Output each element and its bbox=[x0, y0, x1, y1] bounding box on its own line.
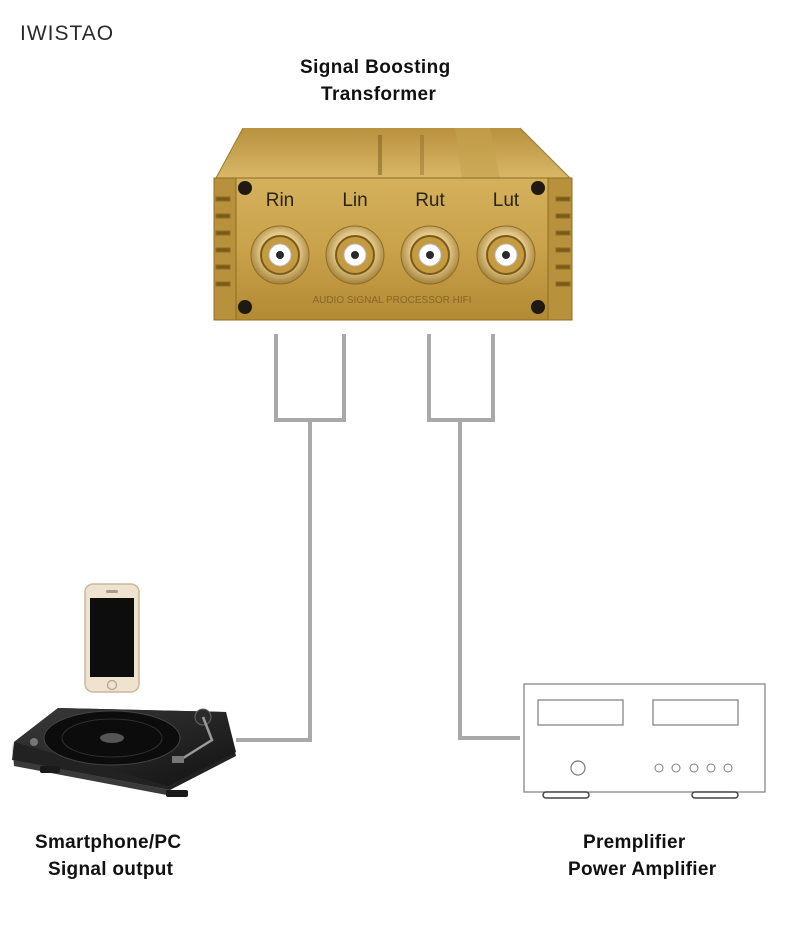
destination-label-line1: Premplifier bbox=[583, 832, 686, 853]
panel-screws bbox=[238, 181, 545, 314]
rca-jack-rut[interactable] bbox=[400, 225, 460, 285]
rca-jack-lut[interactable] bbox=[476, 225, 536, 285]
jack-label-rut: Rut bbox=[415, 190, 445, 211]
cable-input bbox=[236, 334, 346, 742]
transformer-title-line1: Signal Boosting bbox=[300, 57, 451, 78]
smartphone-icon bbox=[84, 583, 140, 693]
jack-label-lin: Lin bbox=[342, 190, 367, 211]
transformer-top bbox=[216, 128, 570, 178]
transformer-title-line2: Transformer bbox=[321, 84, 437, 105]
source-label-line2: Signal output bbox=[48, 859, 174, 880]
cable-output bbox=[427, 334, 520, 740]
destination-label-line2: Power Amplifier bbox=[568, 859, 717, 880]
jack-label-lut: Lut bbox=[493, 190, 520, 211]
rca-jack-rin[interactable] bbox=[250, 225, 310, 285]
brand-logo: IWISTAO bbox=[20, 22, 115, 45]
turntable-icon bbox=[12, 708, 236, 797]
amplifier-icon bbox=[523, 683, 766, 799]
rca-jack-lin[interactable] bbox=[325, 225, 385, 285]
panel-engraving: AUDIO SIGNAL PROCESSOR HIFI bbox=[312, 295, 471, 306]
jack-label-rin: Rin bbox=[266, 190, 295, 211]
transformer-box: Rin Lin Rut Lut bbox=[213, 127, 573, 321]
source-label-line1: Smartphone/PC bbox=[35, 832, 182, 853]
heatsink-fins-left bbox=[213, 177, 239, 321]
heatsink-fins-right bbox=[547, 177, 573, 321]
